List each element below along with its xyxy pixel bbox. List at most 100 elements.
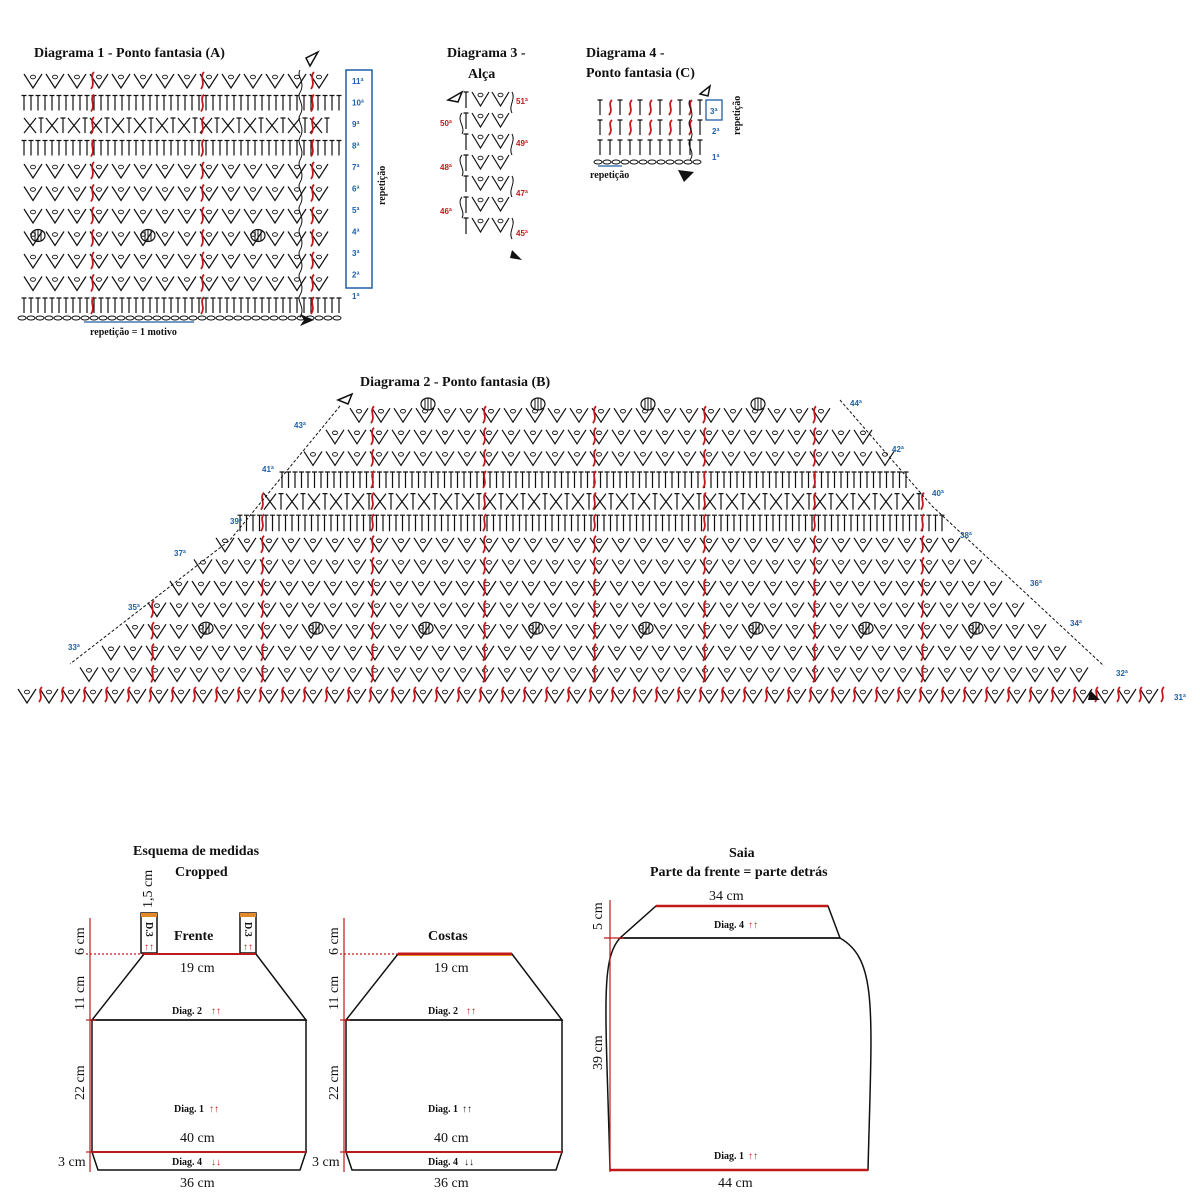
tall-stitch-symbol bbox=[266, 94, 272, 111]
turning-chain bbox=[298, 182, 303, 206]
chain-symbol bbox=[288, 560, 294, 565]
puff-stitch-lines bbox=[752, 622, 760, 635]
chain-symbol bbox=[966, 668, 972, 673]
chain-symbol bbox=[184, 277, 190, 282]
cross-stitch-symbol bbox=[791, 493, 805, 510]
v-stitch-symbol bbox=[611, 537, 631, 553]
v-stitch-symbol bbox=[479, 559, 499, 575]
red-stitch-symbol bbox=[310, 71, 315, 90]
tall-stitch-symbol bbox=[258, 117, 264, 133]
chain-symbol bbox=[154, 624, 160, 630]
tall-stitch-symbol bbox=[588, 514, 594, 532]
v-stitch-symbol bbox=[739, 645, 759, 661]
v-stitch-symbol bbox=[499, 580, 519, 597]
chain-symbol bbox=[858, 581, 864, 587]
v-stitch-symbol bbox=[233, 645, 253, 661]
tall-stitch-symbol bbox=[715, 471, 720, 488]
v-stitch-symbol bbox=[133, 208, 153, 225]
tall-stitch-symbol bbox=[105, 297, 111, 313]
v-stitch-symbol bbox=[347, 451, 367, 467]
tall-stitch-symbol bbox=[526, 471, 532, 488]
v-stitch-symbol bbox=[279, 623, 299, 640]
frente-body-height: 22 cm bbox=[73, 1065, 88, 1100]
tall-stitch-symbol bbox=[850, 493, 856, 510]
chain-symbol bbox=[143, 315, 153, 321]
red-stitch-symbol bbox=[310, 138, 315, 158]
chain-symbol bbox=[660, 581, 666, 587]
cross-stitch-symbol bbox=[549, 493, 563, 510]
chain-symbol bbox=[323, 315, 333, 321]
chain-symbol bbox=[132, 624, 138, 630]
v-stitch-symbol bbox=[805, 667, 825, 683]
chain-symbol bbox=[53, 315, 63, 321]
v-stitch-symbol bbox=[895, 580, 915, 597]
chain-symbol bbox=[374, 603, 380, 608]
costas-yoke-diag: Diag. 2 bbox=[428, 1006, 458, 1017]
v-stitch-symbol bbox=[303, 559, 323, 575]
v-stitch-symbol bbox=[149, 688, 169, 705]
v-stitch-symbol bbox=[301, 580, 321, 597]
chain-symbol bbox=[52, 164, 58, 170]
tall-stitch-symbol bbox=[565, 471, 571, 488]
chain-symbol bbox=[640, 689, 646, 695]
v-stitch-symbol bbox=[721, 559, 741, 575]
chain-symbol bbox=[376, 538, 382, 544]
v-stitch-symbol bbox=[23, 231, 43, 247]
tall-stitch-symbol bbox=[238, 139, 244, 156]
tall-stitch-symbol bbox=[608, 493, 614, 510]
tall-stitch-symbol bbox=[325, 471, 330, 488]
v-stitch-symbol bbox=[67, 163, 87, 180]
tall-stitch-symbol bbox=[231, 139, 237, 156]
tall-stitch-symbol bbox=[161, 297, 167, 313]
red-stitch-symbol bbox=[260, 599, 265, 619]
diagram-4-bottom-label: repetição bbox=[590, 170, 629, 181]
red-stitch-symbol bbox=[482, 621, 487, 640]
cross-stitch-symbol bbox=[593, 493, 607, 510]
chain-symbol bbox=[44, 315, 54, 321]
tall-stitch-symbol bbox=[452, 514, 457, 532]
red-stitch-symbol bbox=[920, 599, 925, 619]
row-number: 1ª bbox=[712, 153, 719, 162]
tall-stitch-symbol bbox=[679, 514, 685, 532]
v-stitch-symbol bbox=[699, 559, 719, 575]
tall-stitch-symbol bbox=[252, 94, 258, 111]
v-stitch-symbol bbox=[435, 559, 455, 575]
v-stitch-symbol bbox=[941, 537, 961, 553]
chain-symbol bbox=[594, 581, 600, 587]
chain-symbol bbox=[968, 603, 974, 608]
v-stitch-symbol bbox=[741, 580, 761, 597]
tall-stitch-symbol bbox=[280, 297, 286, 313]
tall-stitch-symbol bbox=[119, 139, 125, 156]
chain-symbol bbox=[74, 232, 80, 237]
chain-symbol bbox=[350, 646, 356, 652]
v-stitch-symbol bbox=[265, 186, 285, 202]
v-stitch-symbol bbox=[213, 623, 233, 640]
tall-stitch-symbol bbox=[357, 471, 363, 488]
tall-stitch-symbol bbox=[673, 514, 678, 532]
red-stitch-symbol bbox=[150, 643, 155, 662]
chain-symbol bbox=[228, 209, 234, 215]
tall-stitch-symbol bbox=[112, 94, 118, 111]
v-stitch-symbol bbox=[565, 623, 585, 640]
v-stitch-symbol bbox=[23, 253, 43, 270]
red-stitch-symbol bbox=[1160, 686, 1165, 703]
v-stitch-symbol bbox=[545, 688, 565, 705]
tall-stitch-symbol bbox=[476, 493, 482, 510]
chain-symbol bbox=[704, 624, 710, 630]
tall-stitch-symbol bbox=[182, 297, 188, 313]
chain-symbol bbox=[816, 430, 822, 436]
chain-symbol bbox=[228, 164, 234, 170]
chain-symbol bbox=[218, 668, 224, 673]
tall-stitch-symbol bbox=[712, 514, 717, 532]
red-stitch-symbol bbox=[812, 470, 817, 489]
tall-stitch-symbol bbox=[299, 471, 304, 488]
tall-stitch-symbol bbox=[112, 297, 118, 313]
v-stitch-symbol bbox=[265, 253, 285, 270]
v-stitch-symbol bbox=[235, 623, 255, 640]
tall-stitch-symbol bbox=[315, 94, 321, 111]
chain-symbol bbox=[946, 624, 952, 630]
chain-symbol bbox=[944, 668, 950, 673]
red-stitch-symbol bbox=[434, 686, 439, 703]
chain-symbol bbox=[52, 254, 58, 260]
tall-stitch-symbol bbox=[832, 471, 837, 488]
